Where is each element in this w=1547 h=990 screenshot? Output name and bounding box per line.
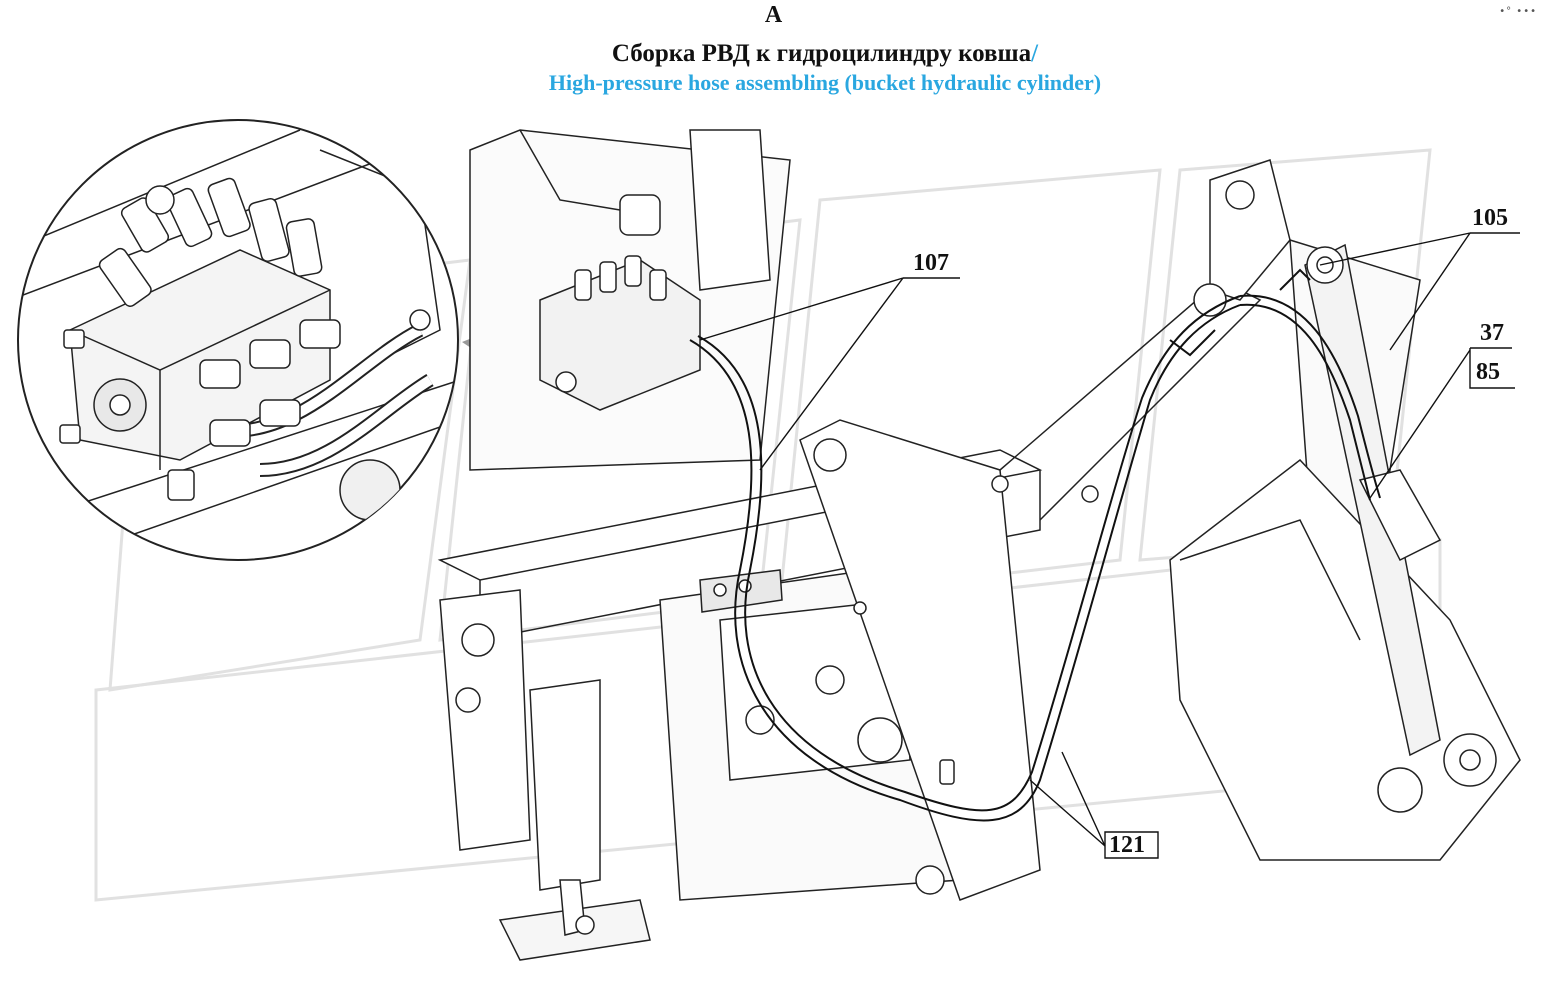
hydraulic-hoses [689, 268, 1381, 822]
title-russian: Сборка РВД к гидроцилиндру ковша/ [0, 40, 1547, 68]
callout-37: 37 [1480, 320, 1504, 346]
callout-105: 105 [1472, 205, 1508, 231]
title-russian-text: Сборка РВД к гидроцилиндру ковша [611, 40, 1032, 67]
view-label: А [764, 2, 783, 28]
leader-lines [699, 232, 1520, 859]
backhoe-frame [437, 129, 1521, 961]
title-english: High-pressure hose assembling (bucket hy… [548, 70, 1102, 95]
title-separator: / [1031, 40, 1039, 67]
corner-mark: •° ••• [1499, 6, 1537, 17]
callout-107: 107 [913, 250, 949, 276]
callout-85: 85 [1476, 359, 1500, 385]
valve-block-detail-view [17, 119, 459, 561]
callout-121: 121 [1109, 832, 1145, 858]
